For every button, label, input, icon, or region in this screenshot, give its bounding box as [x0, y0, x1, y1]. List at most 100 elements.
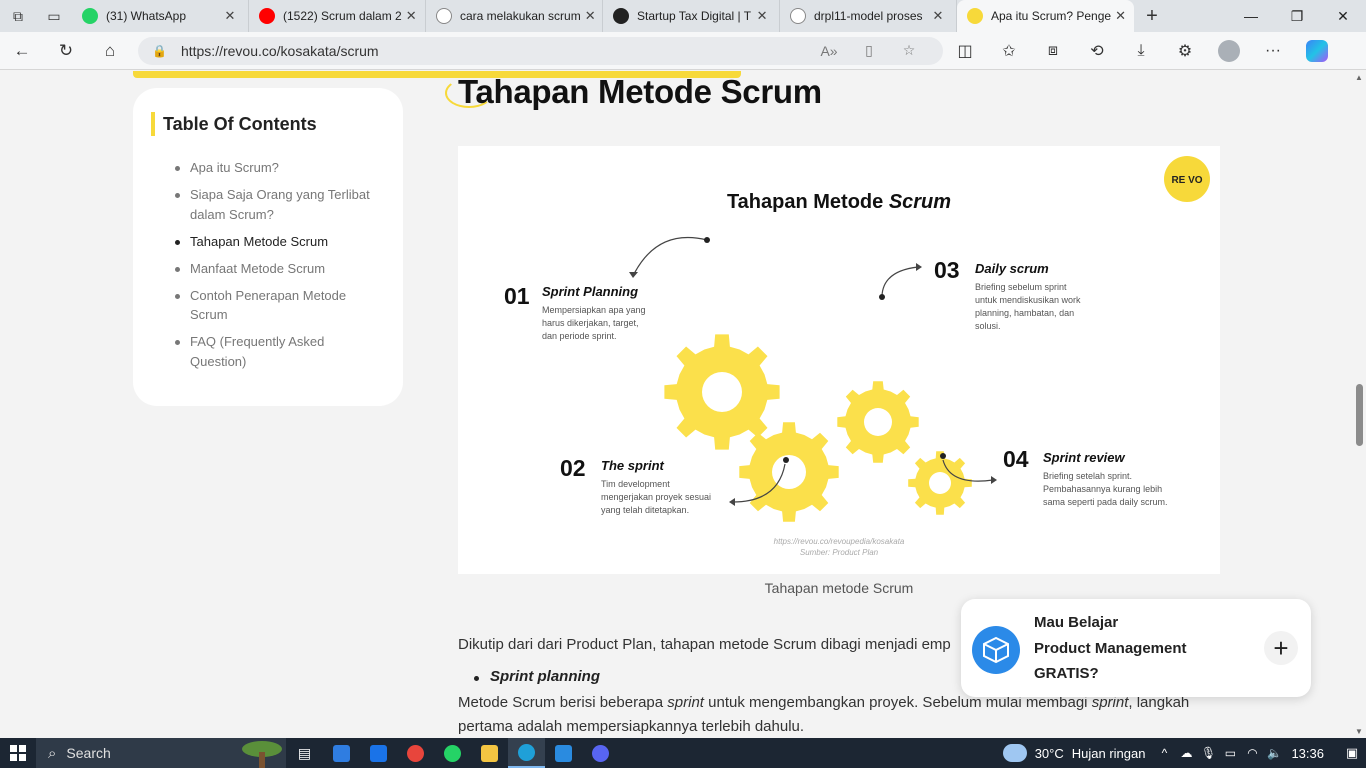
immersive-reader-icon[interactable]: ▯	[865, 42, 873, 58]
body-emphasis: sprint	[667, 694, 704, 711]
avatar[interactable]	[1218, 39, 1240, 62]
decorative-underline	[133, 71, 741, 78]
toc-list: Apa itu Scrum? Siapa Saja Orang yang Terl…	[153, 158, 383, 371]
scroll-up-icon[interactable]: ▲	[1355, 73, 1363, 82]
tab-close-icon[interactable]: ✕	[224, 8, 236, 23]
gear-hole	[772, 455, 806, 489]
tab-actions-icon[interactable]: ▭	[47, 7, 61, 24]
browser-tab[interactable]: Apa itu Scrum? Penge✕	[957, 0, 1134, 32]
history-icon[interactable]: ⟲	[1090, 42, 1104, 60]
promo-line: Mau Belajar	[1034, 614, 1119, 631]
step-number: 02	[560, 455, 586, 481]
volume-icon[interactable]: 🔈	[1266, 746, 1282, 760]
close-window-icon[interactable]: ✕	[1337, 7, 1349, 24]
weather-status[interactable]: Hujan ringan	[1071, 745, 1146, 761]
tab-title: cara melakukan scrum	[460, 9, 581, 23]
step-description: dan periode sprint.	[542, 331, 617, 341]
toc-item[interactable]: Manfaat Metode Scrum	[175, 259, 383, 279]
weather-cloud-icon[interactable]	[1002, 744, 1027, 762]
tab-close-icon[interactable]: ✕	[584, 8, 596, 23]
more-menu-icon[interactable]: ···	[1265, 41, 1281, 59]
gear-hole	[929, 472, 951, 494]
microsoft-store-icon[interactable]	[323, 738, 360, 768]
whatsapp-icon	[82, 8, 98, 24]
toc-item[interactable]: Tahapan Metode Scrum	[175, 232, 383, 252]
step-description: solusi.	[975, 321, 1001, 331]
toc-item[interactable]: Contoh Penerapan Metode Scrum	[175, 286, 383, 325]
scroll-down-icon[interactable]: ▼	[1355, 727, 1363, 736]
scrollbar-thumb[interactable]	[1356, 384, 1363, 446]
back-icon[interactable]: ←	[13, 40, 31, 60]
refresh-icon[interactable]: ↻	[58, 40, 74, 60]
google-icon	[436, 8, 452, 24]
promo-card[interactable]: Mau Belajar Product Management GRATIS? +	[961, 599, 1311, 697]
home-icon[interactable]: ⌂	[104, 40, 116, 60]
new-tab-button[interactable]: +	[1146, 4, 1158, 27]
tab-close-icon[interactable]: ✕	[405, 8, 417, 23]
notifications-icon[interactable]: ▣	[1345, 745, 1359, 760]
heading-decoration	[445, 78, 493, 108]
minimize-icon[interactable]: —	[1244, 8, 1258, 24]
toc-item[interactable]: FAQ (Frequently Asked Question)	[175, 332, 383, 371]
tab-close-icon[interactable]: ✕	[1115, 8, 1126, 23]
browser-tab[interactable]: drpl11-model proses✕	[780, 0, 957, 32]
chevron-up-icon[interactable]: ^	[1161, 746, 1168, 760]
profile-avatar[interactable]	[1207, 32, 1251, 70]
promo-text: Mau Belajar Product Management GRATIS?	[1034, 610, 1224, 687]
toc-item[interactable]: Siapa Saja Orang yang Terlibat dalam Scr…	[175, 185, 383, 224]
favorites-icon[interactable]: ✩	[1002, 42, 1016, 60]
expand-plus-button[interactable]: +	[1264, 631, 1298, 665]
lock-icon[interactable]: 🔒	[152, 43, 167, 58]
clock[interactable]: 13:36	[1291, 745, 1324, 761]
step-description: Briefing sebelum sprint	[975, 282, 1067, 292]
copilot-button[interactable]	[1295, 32, 1339, 70]
figure-source-url: https://revou.co/revoupedia/kosakata	[774, 537, 905, 546]
step-title: Sprint review	[1043, 450, 1126, 465]
promo-line: Product Management	[1034, 639, 1187, 657]
arrow-to-step-03	[881, 266, 919, 297]
temperature[interactable]: 30°C	[1034, 745, 1064, 761]
task-view-icon[interactable]: ▤	[297, 744, 312, 761]
mail-icon[interactable]	[360, 738, 397, 768]
step-description: planning, hambatan, dan	[975, 308, 1074, 318]
vscode-icon[interactable]	[545, 738, 582, 768]
collections-icon[interactable]: ⧈	[1047, 41, 1059, 59]
url-input[interactable]: 🔒 https://revou.co/kosakata/scrum A» ▯ ☆	[138, 36, 943, 65]
wifi-icon[interactable]: ◠	[1247, 746, 1258, 760]
restore-icon[interactable]: ❐	[1290, 7, 1304, 24]
browser-tab[interactable]: (31) WhatsApp ✕	[72, 0, 249, 32]
chrome-icon[interactable]	[397, 738, 434, 768]
onedrive-icon[interactable]: ☁	[1180, 746, 1193, 760]
browser-tab[interactable]: Startup Tax Digital | T✕	[603, 0, 780, 32]
split-screen-icon[interactable]: ◫	[957, 42, 973, 60]
scrum-stages-illustration: RE VO Tahapan Metode Scrum	[504, 156, 1210, 557]
downloads-icon[interactable]: ⤓	[1137, 41, 1145, 59]
url-text[interactable]: https://revou.co/kosakata/scrum	[180, 42, 379, 59]
discord-icon[interactable]	[582, 738, 619, 768]
battery-icon[interactable]: ▭	[1224, 746, 1237, 760]
tab-close-icon[interactable]: ✕	[756, 8, 768, 23]
favorite-star-icon[interactable]: ☆	[902, 42, 916, 58]
read-aloud-icon[interactable]: A»	[820, 42, 838, 59]
extensions-icon[interactable]: ⚙	[1177, 42, 1193, 60]
body-paragraph: Metode Scrum berisi beberapa sprint untu…	[458, 691, 1218, 739]
toc-item[interactable]: Apa itu Scrum?	[175, 158, 383, 178]
edge-icon[interactable]	[508, 738, 545, 768]
browser-tab[interactable]: (1522) Scrum dalam 2✕	[249, 0, 426, 32]
windows-start-button[interactable]	[0, 738, 36, 768]
taskbar-search[interactable]: ⌕ Search	[36, 738, 286, 768]
whatsapp-app-icon[interactable]	[434, 738, 471, 768]
page-scrollbar[interactable]: ▲ ▼	[1352, 71, 1366, 738]
file-explorer-icon[interactable]	[471, 738, 508, 768]
copilot-icon[interactable]	[1306, 39, 1328, 62]
tab-title: (31) WhatsApp	[106, 9, 187, 23]
figure-source-credit: Sumber: Product Plan	[800, 548, 879, 557]
arrow-to-step-04	[942, 459, 994, 482]
startup-icon	[613, 8, 629, 24]
step-description: Tim development	[601, 479, 670, 489]
workspaces-icon[interactable]: ⧉	[13, 7, 23, 24]
tab-close-icon[interactable]: ✕	[932, 8, 944, 23]
browser-tab[interactable]: cara melakukan scrum✕	[426, 0, 603, 32]
microphone-icon[interactable]: 🎙	[1200, 746, 1217, 760]
